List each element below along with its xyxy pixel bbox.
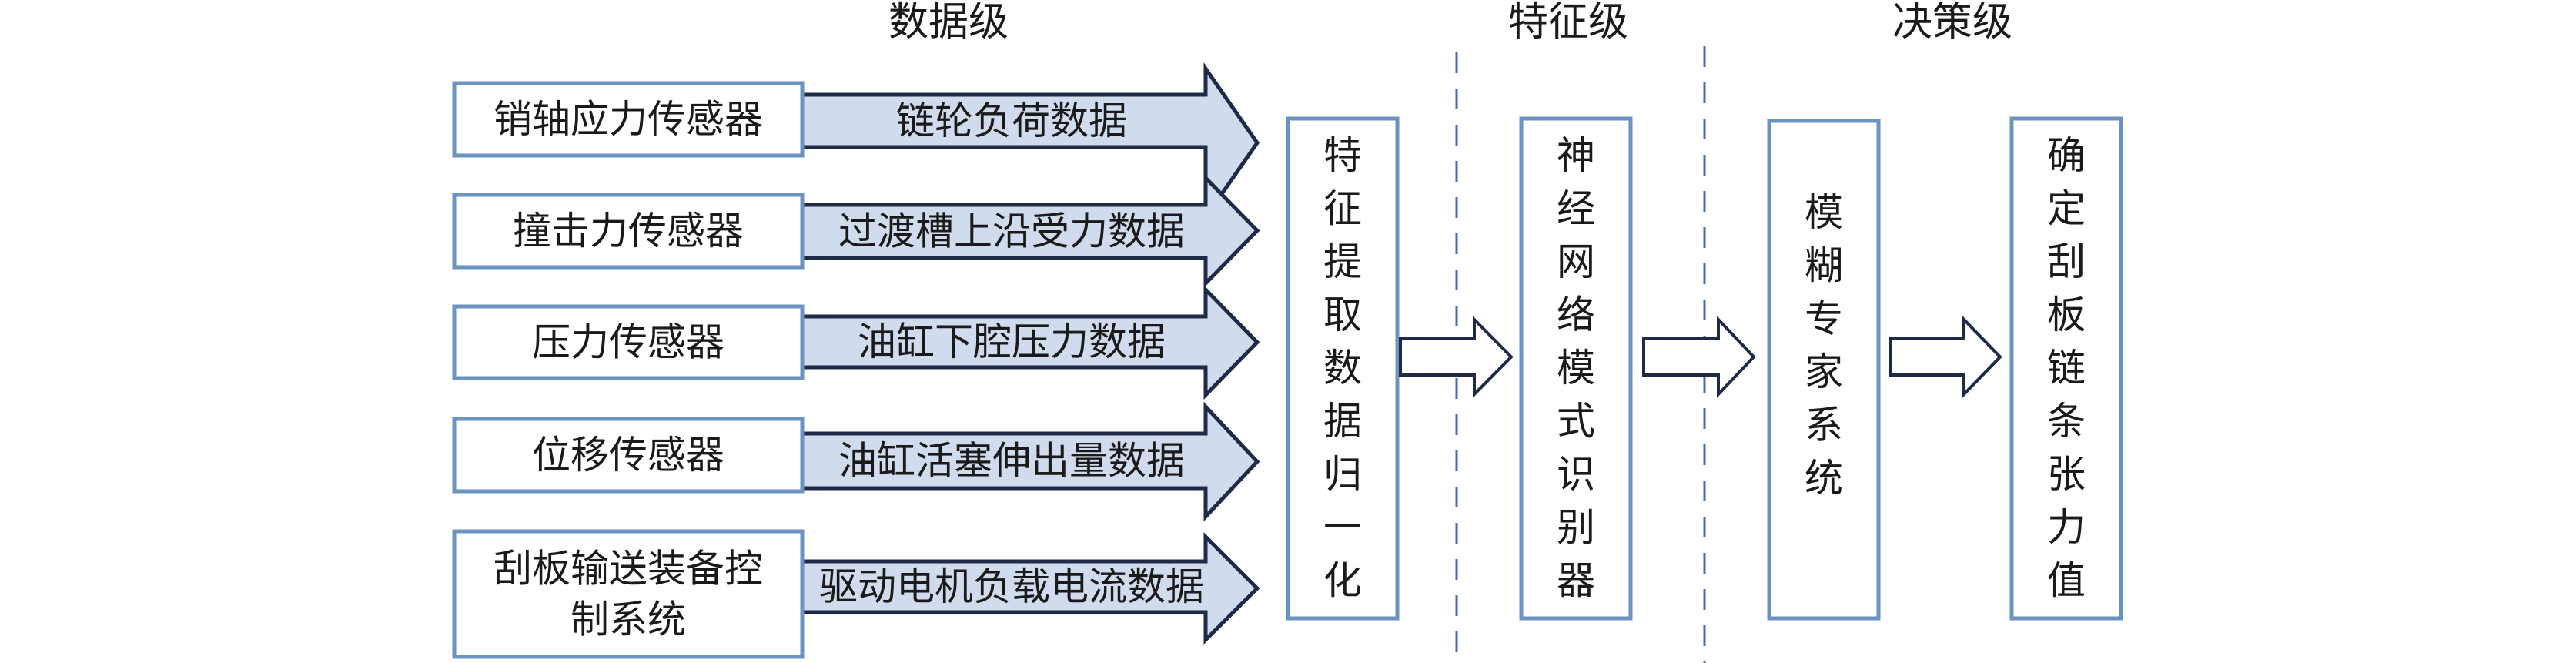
data-arrow-label: 过渡槽上沿受力数据 bbox=[838, 210, 1185, 253]
pipeline-stage-chain-tension-output: 确定刮板链条张力值 bbox=[2009, 116, 2123, 621]
stage-title-decision-level: 决策级 bbox=[1892, 1, 2012, 45]
data-arrow bbox=[800, 62, 1260, 223]
pipeline-stage-neural-network-recognizer: 神经网络模式识别器 bbox=[1519, 116, 1633, 621]
pipeline-box bbox=[1519, 116, 1633, 621]
data-arrow-label: 油缸活塞伸出量数据 bbox=[838, 440, 1185, 483]
pipeline-label: 神经网络模式识别器 bbox=[1557, 134, 1595, 602]
sensor-box bbox=[452, 81, 805, 158]
data-arrow bbox=[800, 172, 1260, 289]
processing-pipeline: 特征提取数据归一化 神经网络模式识别器 模糊专家系统 确定刮板链条张力值 bbox=[1286, 116, 2123, 621]
data-arrow-label: 驱动电机负载电流数据 bbox=[819, 565, 1204, 608]
sensor-box bbox=[452, 193, 805, 270]
pipeline-stage-fuzzy-expert-system: 模糊专家系统 bbox=[1767, 119, 1881, 621]
sensor-source-pressure-sensor: 油缸下腔压力数据 压力传感器 bbox=[452, 284, 1260, 400]
pipeline-box bbox=[1767, 119, 1881, 621]
sensor-label: 撞击力传感器 bbox=[513, 209, 744, 253]
pipeline-label: 特征提取数据归一化 bbox=[1323, 134, 1362, 602]
data-arrow-label: 油缸下腔压力数据 bbox=[858, 320, 1166, 363]
sensor-box bbox=[452, 417, 805, 494]
data-arrow bbox=[800, 284, 1260, 400]
pipeline-label: 确定刮板链条张力值 bbox=[2047, 134, 2086, 602]
sensor-source-displacement-sensor: 油缸活塞伸出量数据 位移传感器 bbox=[452, 401, 1260, 522]
sensor-box bbox=[452, 304, 805, 380]
data-arrow bbox=[800, 531, 1260, 645]
sensor-source-pin-stress-sensor: 链轮负荷数据 销轴应力传感器 bbox=[452, 62, 1260, 223]
pipeline-box bbox=[2009, 116, 2123, 621]
pipeline-stage-feature-extraction: 特征提取数据归一化 bbox=[1286, 116, 1400, 621]
data-arrow-label: 链轮负荷数据 bbox=[896, 99, 1127, 142]
pipeline-label: 模糊专家系统 bbox=[1805, 191, 1843, 500]
stage-title-data-level: 数据级 bbox=[888, 1, 1009, 45]
flow-arrow-1 bbox=[1399, 316, 1514, 398]
sensor-label: 销轴应力传感器 bbox=[493, 98, 763, 141]
sensor-box bbox=[452, 529, 805, 659]
sensor-source-impact-sensor: 过渡槽上沿受力数据 撞击力传感器 bbox=[452, 172, 1260, 289]
stage-titles: 数据级 特征级 决策级 bbox=[888, 1, 2012, 45]
sensor-label: 刮板输送装备控 bbox=[493, 547, 763, 591]
sensor-label: 位移传感器 bbox=[532, 434, 724, 477]
flow-arrow-2 bbox=[1642, 315, 1756, 399]
stage-title-feature-level: 特征级 bbox=[1508, 1, 1628, 45]
flow-arrow-3 bbox=[1889, 316, 2002, 398]
sensor-label: 制系统 bbox=[570, 598, 686, 641]
data-arrow bbox=[800, 401, 1260, 522]
pipeline-box bbox=[1286, 116, 1400, 621]
sensor-label: 压力传感器 bbox=[532, 321, 724, 364]
